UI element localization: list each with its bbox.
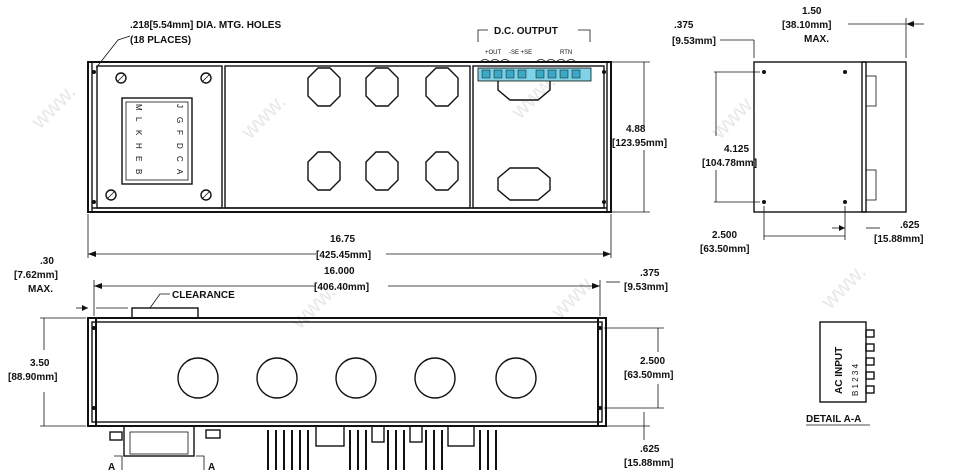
terminal-letter: F [175, 130, 184, 135]
vent-cutouts [307, 67, 551, 201]
overall-width-dim-mm: [425.45mm] [316, 250, 371, 261]
hole-span-dim: 16.000 [324, 266, 355, 277]
clearance-label: CLEARANCE [172, 290, 235, 301]
front-view: CLEARANCE [8, 256, 673, 473]
mounting-hole-icon [92, 70, 606, 204]
height-dim: 4.88 [626, 124, 646, 135]
side-edge-offset-dim: .625 [900, 220, 920, 231]
connectors [109, 425, 497, 470]
hole-span-dim-mm: [406.40mm] [314, 282, 369, 293]
side-depth-note: MAX. [804, 34, 829, 45]
terminal-letter: M [134, 104, 143, 111]
side-edge-offset-dim-mm: [15.88mm] [874, 234, 923, 245]
front-bottom-offset-dim-mm: [15.88mm] [624, 458, 673, 469]
screw-icon [105, 72, 212, 201]
front-hole-vert-dim: 2.500 [640, 356, 665, 367]
detail-label: AC INPUT [834, 347, 845, 394]
height-dim-mm: [123.95mm] [612, 138, 667, 149]
clearance-dim-note: MAX. [28, 284, 53, 295]
terminal-letters-left: M L K H E B [134, 104, 143, 174]
terminal-letter: G [175, 117, 184, 123]
top-view: M L K H E B J G F D C A [87, 20, 667, 261]
terminal-letter: J [175, 104, 184, 108]
terminal-group-label: -SE +SE [509, 50, 532, 56]
terminal-letter: B [134, 169, 143, 174]
svg-text:www.: www. [705, 89, 761, 145]
side-hole-height-dim-mm: [104.78mm] [702, 158, 757, 169]
clearance-dim: .30 [40, 256, 54, 267]
detail-a-a: AC INPUT B 1 2 3 4 DETAIL A-A [806, 321, 875, 426]
terminal-letter: D [175, 143, 184, 149]
terminal-letters-right: J G F D C A [175, 104, 184, 175]
mounting-hole-icon [762, 70, 847, 204]
svg-text:www.: www. [235, 89, 291, 145]
front-bottom-offset-dim: .625 [640, 444, 660, 455]
mounting-hole-icon [92, 326, 602, 410]
side-depth-dim: 1.50 [802, 6, 822, 17]
front-height-dim: 3.50 [30, 358, 50, 369]
overall-width-dim: 16.75 [330, 234, 355, 245]
front-hole-vert-dim-mm: [63.50mm] [624, 370, 673, 381]
terminal-letter: H [134, 143, 143, 149]
detail-caption: DETAIL A-A [806, 414, 861, 425]
watermark: www. www. www. www. www. www. www. [25, 69, 871, 335]
side-hole-spacing-dim: 2.500 [712, 230, 737, 241]
holes-note-count: (18 PLACES) [130, 35, 191, 46]
side-depth-dim-mm: [38.10mm] [782, 20, 831, 31]
front-right-offset-dim: .375 [640, 268, 660, 279]
terminal-letter: L [134, 117, 143, 122]
terminal-letter: A [175, 169, 184, 175]
clearance-dim-mm: [7.62mm] [14, 270, 58, 281]
section-mark: A [208, 462, 215, 473]
terminal-group-label: RTN [560, 50, 572, 56]
detail-pins: B 1 2 3 4 [851, 363, 860, 396]
dc-output-terminals [477, 59, 592, 82]
terminal-letter: K [134, 130, 143, 136]
svg-text:www.: www. [815, 259, 871, 315]
svg-text:www.: www. [545, 269, 601, 325]
side-hole-height-dim: 4.125 [724, 144, 749, 155]
terminal-letter: C [175, 156, 184, 162]
terminal-letter: E [134, 156, 143, 161]
fan-openings [177, 357, 537, 399]
side-view: .375 [9.53mm] 1.50 [38.10mm] MAX. 4.125 … [672, 6, 924, 255]
svg-text:www.: www. [25, 79, 81, 135]
front-right-offset-dim-mm: [9.53mm] [624, 282, 668, 293]
terminal-group-label: +OUT [485, 50, 502, 56]
side-hole-spacing-dim-mm: [63.50mm] [700, 244, 749, 255]
front-height-dim-mm: [88.90mm] [8, 372, 57, 383]
section-mark: A [108, 462, 115, 473]
dc-output-label: D.C. OUTPUT [494, 26, 558, 37]
holes-note: .218[5.54mm] DIA. MTG. HOLES [130, 20, 281, 31]
side-offset-dim-mm: [9.53mm] [672, 36, 716, 47]
side-offset-dim: .375 [674, 20, 694, 31]
